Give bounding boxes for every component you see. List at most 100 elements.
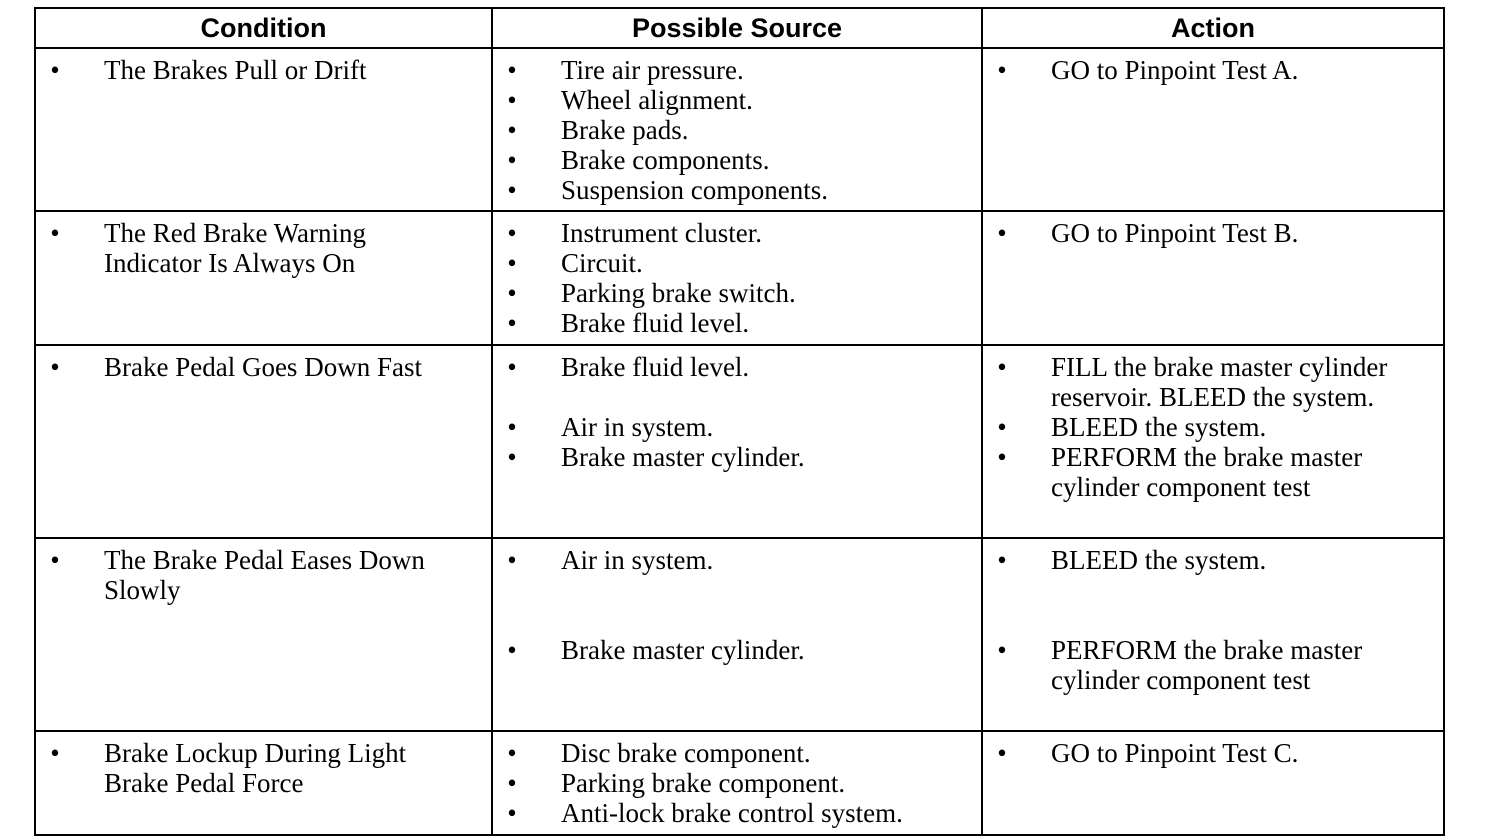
bullet-icon: •: [507, 115, 517, 145]
action-cell: • GO to Pinpoint Test A.: [981, 47, 1445, 212]
bullet-icon: •: [997, 352, 1007, 382]
table-row: •The Brakes Pull or Drift • Tire air pres…: [34, 47, 1445, 212]
source-text: Brake master cylinder.: [561, 442, 805, 472]
header-condition: Condition: [34, 7, 493, 49]
action-cell: • GO to Pinpoint Test B.: [981, 210, 1445, 346]
action-text: GO to Pinpoint Test A.: [1051, 55, 1299, 85]
action-item: • GO to Pinpoint Test B.: [995, 218, 1443, 248]
spacer: [493, 605, 981, 635]
bullet-icon: •: [507, 442, 517, 472]
bullet-icon: •: [997, 545, 1007, 575]
source-item: •Disc brake component.: [505, 738, 981, 768]
source-text: Tire air pressure.: [561, 55, 744, 85]
source-cell: •Tire air pressure. •Wheel alignment. •B…: [491, 47, 983, 212]
action-item: • GO to Pinpoint Test C.: [995, 738, 1443, 768]
condition-text: The Brake Pedal Eases Down: [104, 545, 425, 575]
table-row: • Brake Pedal Goes Down Fast •Brake fluid…: [34, 344, 1445, 539]
action-text: GO to Pinpoint Test C.: [1051, 738, 1299, 768]
bullet-icon: •: [997, 55, 1007, 85]
condition-text: Slowly: [104, 575, 181, 605]
source-cell: • Instrument cluster. •Circuit. •Parking …: [491, 210, 983, 346]
source-cell: •Disc brake component. •Parking brake co…: [491, 730, 983, 836]
source-item: •Parking brake switch.: [505, 278, 981, 308]
bullet-icon: •: [507, 768, 517, 798]
source-item: • Brake pads.: [505, 115, 981, 145]
header-row: Condition Possible Source Action: [34, 7, 1445, 49]
spacer: [983, 605, 1443, 635]
action-text: PERFORM the brake master: [1051, 442, 1363, 472]
source-text: Anti-lock brake control system.: [561, 798, 903, 828]
source-item: •Brake components.: [505, 145, 981, 175]
source-text: Parking brake component.: [561, 768, 846, 798]
bullet-icon: •: [507, 545, 517, 575]
condition-text: Brake Pedal Goes Down Fast: [104, 352, 422, 382]
action-text: reservoir. BLEED the system.: [1051, 382, 1375, 412]
bullet-icon: •: [507, 412, 517, 442]
condition-item: •The Brakes Pull or Drift: [48, 55, 491, 85]
header-possible-source: Possible Source: [491, 7, 983, 49]
source-item: • Brake master cylinder.: [505, 442, 981, 472]
bullet-icon: •: [507, 85, 517, 115]
source-item: • Air in system.: [505, 412, 981, 442]
bullet-icon: •: [997, 412, 1007, 442]
condition-item: • Brake Pedal Goes Down Fast: [48, 352, 491, 382]
action-text: BLEED the system.: [1051, 545, 1267, 575]
condition-text: Brake Pedal Force: [104, 768, 304, 798]
source-item: •Brake fluid level.: [505, 352, 981, 382]
bullet-icon: •: [507, 218, 517, 248]
bullet-icon: •: [50, 738, 60, 768]
source-item: • Wheel alignment.: [505, 85, 981, 115]
bullet-icon: •: [997, 738, 1007, 768]
source-text: Brake components.: [561, 145, 770, 175]
source-text: Brake pads.: [561, 115, 689, 145]
source-item: • Instrument cluster.: [505, 218, 981, 248]
bullet-icon: •: [507, 55, 517, 85]
bullet-icon: •: [50, 218, 60, 248]
bullet-icon: •: [997, 442, 1007, 472]
spacer: [493, 382, 981, 412]
bullet-icon: •: [507, 635, 517, 665]
source-text: Brake fluid level.: [561, 308, 750, 338]
bullet-icon: •: [507, 308, 517, 338]
source-text: Brake master cylinder.: [561, 635, 805, 665]
action-text: cylinder component test: [1051, 665, 1311, 695]
action-cell: • GO to Pinpoint Test C.: [981, 730, 1445, 836]
action-text: GO to Pinpoint Test B.: [1051, 218, 1299, 248]
bullet-icon: •: [507, 278, 517, 308]
bullet-icon: •: [507, 352, 517, 382]
source-text: Instrument cluster.: [561, 218, 762, 248]
action-text: FILL the brake master cylinder: [1051, 352, 1388, 382]
action-item: • GO to Pinpoint Test A.: [995, 55, 1443, 85]
source-text: Wheel alignment.: [561, 85, 753, 115]
condition-cell: •The Brakes Pull or Drift: [34, 47, 493, 212]
source-item: •Circuit.: [505, 248, 981, 278]
condition-text: Indicator Is Always On: [104, 248, 356, 278]
source-text: Air in system.: [561, 412, 714, 442]
diagnosis-table: Condition Possible Source Action •The Br…: [34, 7, 1445, 836]
condition-text: The Red Brake Warning: [104, 218, 366, 248]
source-cell: •Air in system. • Brake master cylinder.: [491, 537, 983, 732]
condition-text: Brake Lockup During Light: [104, 738, 407, 768]
action-text: cylinder component test: [1051, 472, 1311, 502]
bullet-icon: •: [507, 798, 517, 828]
bullet-icon: •: [997, 218, 1007, 248]
source-text: Disc brake component.: [561, 738, 811, 768]
bullet-icon: •: [50, 352, 60, 382]
action-item: •BLEED the system.: [995, 412, 1443, 442]
source-item: •Air in system.: [505, 545, 981, 575]
action-cell: • BLEED the system. •PERFORM the brake ma…: [981, 537, 1445, 732]
source-item: •Suspension components.: [505, 175, 981, 205]
action-text: PERFORM the brake master: [1051, 635, 1363, 665]
